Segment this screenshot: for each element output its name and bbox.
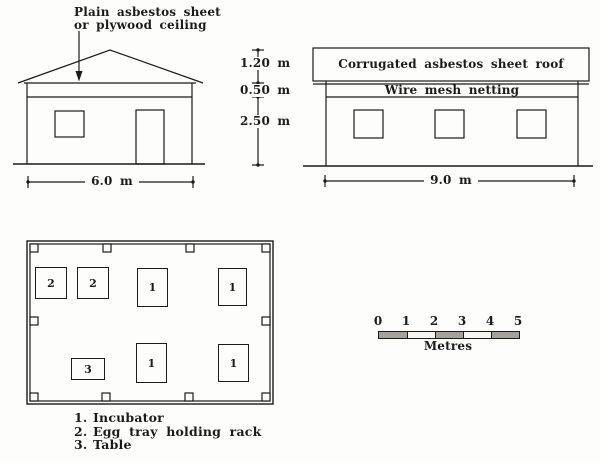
- dimension-label-6m: 6.0 m: [85, 175, 139, 188]
- scale-unit-label: Metres: [423, 339, 473, 353]
- roof-slab-label: Corrugated asbestos sheet roof: [338, 57, 564, 71]
- scale-tick-4: 4: [485, 314, 495, 328]
- plan-item-label: 1: [229, 356, 238, 370]
- scale-tick-5: 5: [513, 314, 523, 328]
- plan-item-table: 3: [71, 358, 105, 380]
- dimension-label-9m: 9.0 m: [424, 174, 478, 187]
- dimension-label-eave-height: 0.50 m: [237, 84, 290, 97]
- floor-plan-walls: [26, 240, 274, 405]
- plan-item-label: 3: [84, 362, 92, 376]
- plan-item-incubator-2: 1: [218, 268, 247, 306]
- netting-label: Wire mesh netting: [384, 82, 520, 97]
- plan-item-egg-rack-1: 2: [35, 267, 67, 299]
- dimension-label-roof-height: 1.20 m: [237, 57, 290, 70]
- scale-tick-0: 0: [373, 314, 383, 328]
- plan-item-incubator-1: 1: [137, 268, 168, 307]
- plan-item-label: 1: [228, 280, 237, 294]
- gable-roof-outline: [17, 49, 204, 84]
- scale-segment: [407, 332, 435, 338]
- left-elevation: [13, 31, 205, 188]
- legend-item-table: 3. Table: [74, 438, 261, 452]
- roof-slab: [312, 47, 590, 82]
- outer-wall: [26, 240, 274, 405]
- scale-bar: [378, 331, 520, 339]
- plan-item-label: 2: [47, 276, 55, 290]
- window-3: [516, 109, 547, 139]
- legend-number: 3.: [74, 437, 88, 453]
- wall-posts: [29, 243, 271, 402]
- window-1: [353, 109, 384, 139]
- plan-item-incubator-3: 1: [136, 343, 167, 383]
- window-2: [434, 109, 465, 139]
- scale-segment: [463, 332, 491, 338]
- plan-item-label: 2: [89, 276, 97, 290]
- door: [135, 109, 165, 165]
- legend-number: 2.: [74, 423, 88, 439]
- ceiling-annotation-line1: Plain asbestos sheet: [74, 5, 221, 19]
- legend-text: Egg tray holding rack: [93, 423, 262, 439]
- scale-segment: [491, 332, 519, 338]
- ceiling-annotation-line2: or plywood ceiling: [74, 18, 207, 32]
- plan-item-incubator-4: 1: [218, 344, 249, 382]
- annotation-arrow: [75, 31, 83, 82]
- legend-text: Incubator: [93, 410, 164, 425]
- dimension-label-wall-height: 2.50 m: [237, 115, 290, 128]
- legend-item-egg-rack: 2. Egg tray holding rack: [74, 423, 262, 439]
- legend-text: Table: [93, 437, 132, 453]
- scale-segment: [435, 332, 463, 338]
- plan-item-label: 1: [147, 356, 156, 370]
- scale-segment: [379, 332, 407, 338]
- scale-tick-3: 3: [457, 314, 467, 328]
- legend-number: 1.: [74, 410, 88, 425]
- plan-item-label: 1: [148, 281, 157, 294]
- plan-item-egg-rack-2: 2: [77, 267, 109, 299]
- legend-item-incubator: 1. Incubator: [74, 411, 261, 425]
- scale-tick-2: 2: [429, 314, 439, 328]
- scale-tick-1: 1: [401, 314, 411, 328]
- legend: 1. Incubator 2. Egg tray holding rack 3.…: [74, 411, 261, 452]
- window: [54, 110, 85, 138]
